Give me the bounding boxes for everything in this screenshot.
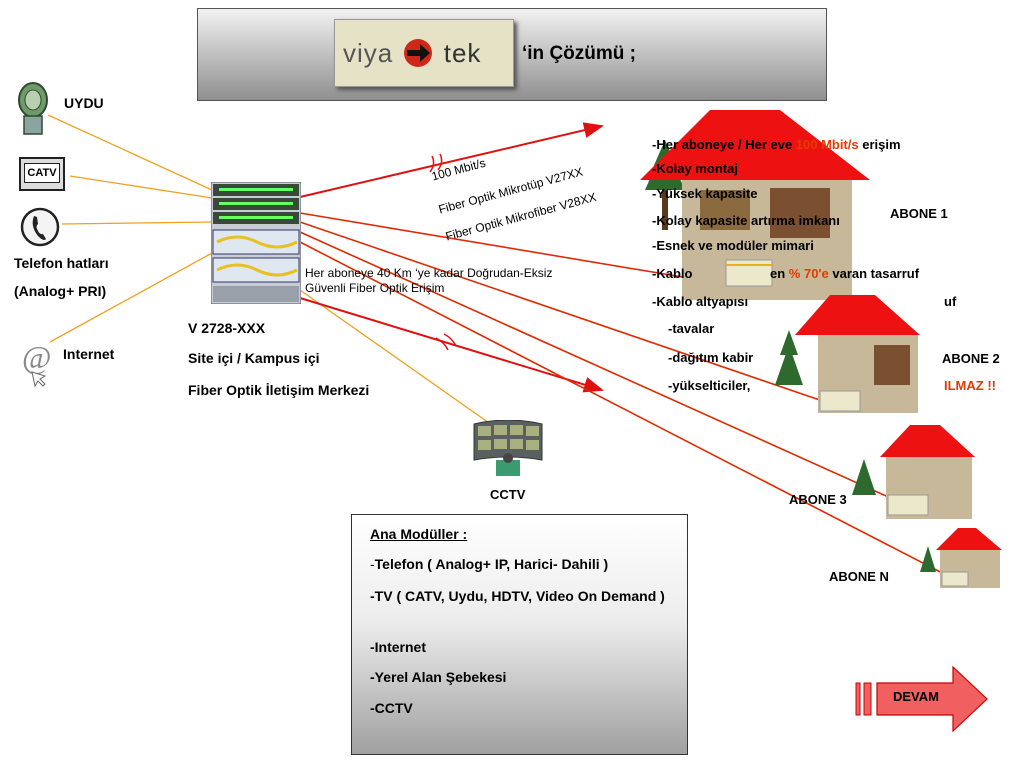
uydu-label: UYDU [64, 95, 104, 111]
cctv-feed-line [299, 289, 493, 426]
fiber-abonen [299, 241, 953, 579]
access-note-line2: Güvenli Fiber Optik Erişim [305, 281, 445, 295]
svg-text:@: @ [22, 339, 51, 375]
benefit-1: -Her aboneye / Her eve 100 Mbit/s erişim [652, 137, 901, 152]
break-mark-upper [429, 153, 443, 173]
internet-feed-line [49, 252, 213, 343]
telephone-icon [20, 207, 60, 247]
benefit-8: -tavalar [668, 321, 715, 336]
module-internet: -Internet [370, 639, 426, 655]
benefit-6-prefix: -Kablo [652, 266, 693, 281]
catv-feed-line [69, 175, 213, 199]
center-merkez-label: Fiber Optik İletişim Merkezi [188, 382, 370, 398]
break-mark-lower [435, 333, 457, 351]
access-note-line1: Her aboneye 40 Km ‘ye kadar Doğrudan-Eks… [305, 266, 553, 280]
fiber-arrow-lower [299, 297, 604, 393]
abone1-label: ABONE 1 [890, 206, 948, 221]
benefit-7-suffix: uf [944, 294, 957, 309]
abone2-label: ABONE 2 [942, 351, 1000, 366]
module-lan: -Yerel Alan Şebekesi [370, 669, 507, 685]
uydu-feed-line [47, 114, 213, 191]
fiber-abone3 [299, 231, 896, 501]
house-abone2-icon [775, 295, 920, 413]
telefon-feed-line [61, 221, 213, 225]
benefit-3: -Yüksek kapasite [652, 186, 758, 201]
center-site-label: Site içi / Kampus içi [188, 350, 320, 366]
house-abone3-icon [852, 425, 975, 519]
benefit-5: -Esnek ve modüler mimari [652, 238, 814, 253]
catv-icon: CATV [19, 157, 65, 191]
fiber-rack-icon [211, 182, 301, 304]
benefit-4: -Kolay kapasite artırma imkanı [652, 213, 840, 228]
benefit-6: en % 70'e varan tasarruf [770, 266, 920, 281]
house-abone1-icon [640, 110, 870, 300]
abonen-label: ABONE N [829, 569, 889, 584]
internet-label: Internet [63, 346, 115, 362]
modules-title: Ana Modüller : [370, 526, 468, 542]
telefon-label: Telefon hatları [14, 255, 109, 271]
benefit-10: -yükselticiler, [668, 378, 751, 393]
center-model-label: V 2728-XXX [188, 320, 266, 336]
telefon-sub-label: (Analog+ PRI) [14, 283, 107, 299]
company-logo: viya tek [334, 19, 514, 87]
benefit-11: ILMAZ !! [944, 378, 996, 393]
header-tagline: ‘in Çözümü ; [522, 43, 636, 64]
fiber-arrow-upper [299, 122, 604, 198]
modules-box: Ana Modüller : -Telefon ( Analog+ IP, Ha… [351, 514, 688, 755]
header-banner: viya tek ‘in Çözümü ; [197, 8, 827, 101]
cctv-label: CCTV [490, 487, 526, 502]
fiber-abone2 [299, 221, 844, 409]
catv-icon-text: CATV [24, 163, 60, 183]
satellite-dish-icon [18, 82, 48, 135]
devam-button[interactable] [855, 665, 990, 733]
internet-at-icon: @ [22, 339, 51, 388]
cctv-monitor-wall-icon [473, 420, 543, 476]
module-tv: -TV ( CATV, Uydu, HDTV, Video On Demand … [370, 588, 665, 604]
logo-arrow-icon [404, 39, 433, 67]
fiber-abone1 [299, 212, 731, 286]
benefit-2: -Kolay montaj [652, 161, 738, 176]
logo-right-text: tek [443, 38, 482, 68]
module-telefon: -Telefon ( Analog+ IP, Harici- Dahili ) [370, 556, 609, 572]
abone3-label: ABONE 3 [789, 492, 847, 507]
benefit-9: -dağıtım kabir [668, 350, 754, 365]
devam-label[interactable]: DEVAM [893, 689, 939, 704]
house-abonen-icon [920, 528, 1002, 588]
module-cctv: -CCTV [370, 700, 413, 716]
logo-left-text: viya [343, 38, 394, 68]
benefit-7-prefix: -Kablo altyapısı [652, 294, 749, 309]
